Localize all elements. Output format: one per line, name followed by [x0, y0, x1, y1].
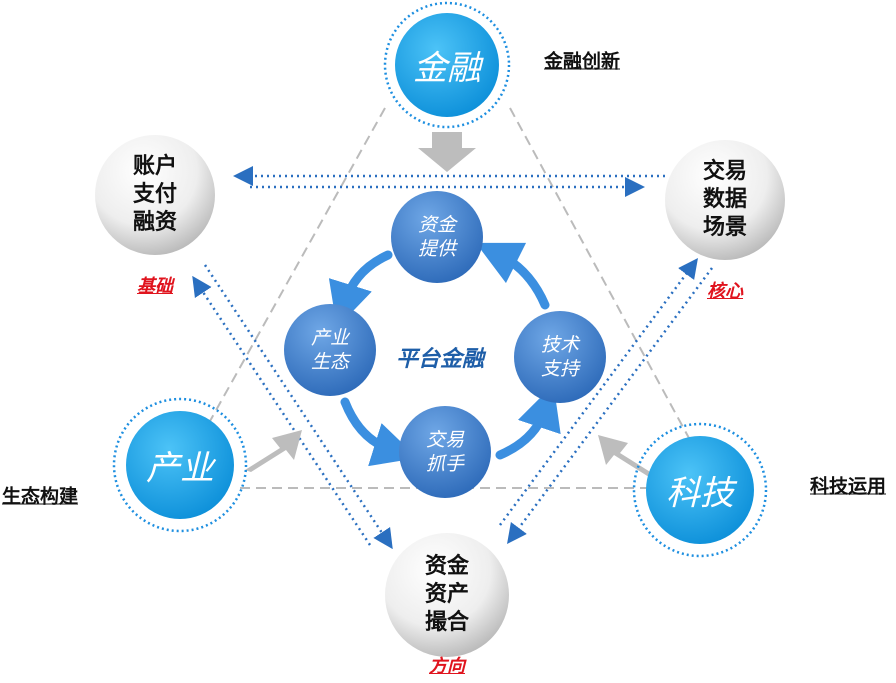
inner-trade-text: 交易 抓手 — [425, 429, 465, 475]
asset-match-circle — [385, 533, 509, 657]
base-label: 基础 — [137, 276, 173, 297]
industry-circle — [126, 411, 234, 519]
tech-label: 科技运用 — [809, 475, 887, 498]
inner-support-circle — [514, 311, 606, 403]
account-text: 账户 支付 融资 — [132, 154, 178, 235]
tech-text: 科技 — [666, 473, 734, 514]
dotted-rings — [112, 1, 768, 558]
center-title: 平台金融 — [395, 347, 485, 372]
trade-data-circle — [665, 140, 785, 260]
block-arrows — [245, 132, 655, 477]
inner-support-text: 技术 支持 — [540, 334, 580, 380]
finance-circle — [395, 13, 499, 117]
tech-circle — [646, 436, 754, 544]
industry-text: 产业 — [146, 448, 214, 489]
direction-label: 方向 — [429, 656, 465, 677]
finance-label: 金融创新 — [543, 50, 621, 73]
dashed-triangle — [204, 107, 691, 489]
asset-match-text: 资金 资产 撮合 — [424, 554, 470, 635]
industry-label: 生态构建 — [1, 485, 79, 508]
core-label: 核心 — [707, 281, 743, 302]
inner-trade-circle — [399, 406, 491, 498]
dotted-arrows — [192, 166, 714, 550]
finance-text: 金融 — [413, 48, 481, 89]
cycle-arrows — [328, 242, 561, 467]
account-circle — [95, 135, 215, 255]
trade-data-text: 交易 数据 场景 — [702, 159, 748, 240]
inner-eco-text: 产业 生态 — [310, 327, 350, 373]
inner-eco-circle — [284, 304, 376, 396]
inner-fund-text: 资金 提供 — [417, 214, 457, 260]
inner-fund-circle — [391, 191, 483, 283]
